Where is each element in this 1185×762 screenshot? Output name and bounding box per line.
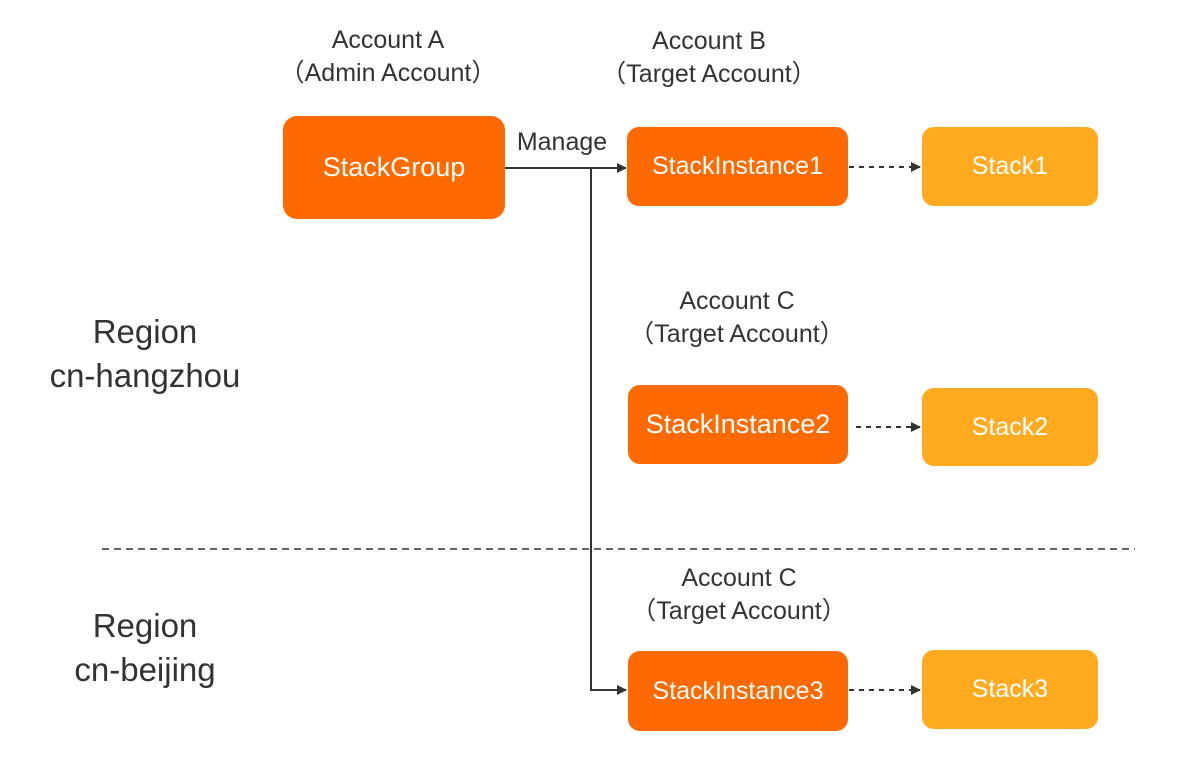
stack-instance2-node[interactable]: StackInstance2 (628, 385, 848, 464)
account-a-label: Account A （Admin Account） (270, 24, 506, 90)
stack-group-node[interactable]: StackGroup (283, 116, 505, 219)
account-c-beijing-name: Account C (681, 564, 797, 592)
region-beijing-name: cn-beijing (74, 651, 216, 688)
region-hangzhou-label: Region cn-hangzhou (20, 310, 270, 398)
account-c-hangzhou-label: Account C （Target Account） (614, 285, 860, 351)
account-b-role: （Target Account） (601, 60, 817, 88)
stack2-node[interactable]: Stack2 (922, 388, 1098, 466)
account-c-beijing-label: Account C （Target Account） (616, 562, 862, 628)
manage-connector-instance3 (590, 168, 627, 695)
account-c-hangzhou-name: Account C (679, 287, 795, 315)
account-c-hangzhou-role: （Target Account） (629, 320, 845, 348)
stack1-node[interactable]: Stack1 (922, 127, 1098, 206)
account-b-name: Account B (652, 27, 766, 55)
account-a-name: Account A (331, 26, 445, 54)
region-hangzhou-name: cn-hangzhou (49, 357, 241, 394)
region-hangzhou-title: Region (92, 313, 198, 350)
manage-edge-label: Manage (516, 128, 608, 156)
stack3-node[interactable]: Stack3 (922, 650, 1098, 729)
region-beijing-label: Region cn-beijing (20, 604, 270, 692)
region-beijing-title: Region (92, 607, 198, 644)
account-c-beijing-role: （Target Account） (631, 597, 847, 625)
stack-instance3-node[interactable]: StackInstance3 (628, 651, 848, 731)
stack-instance1-node[interactable]: StackInstance1 (627, 127, 848, 206)
account-b-label: Account B （Target Account） (586, 25, 832, 91)
account-a-role: （Admin Account） (279, 59, 497, 87)
